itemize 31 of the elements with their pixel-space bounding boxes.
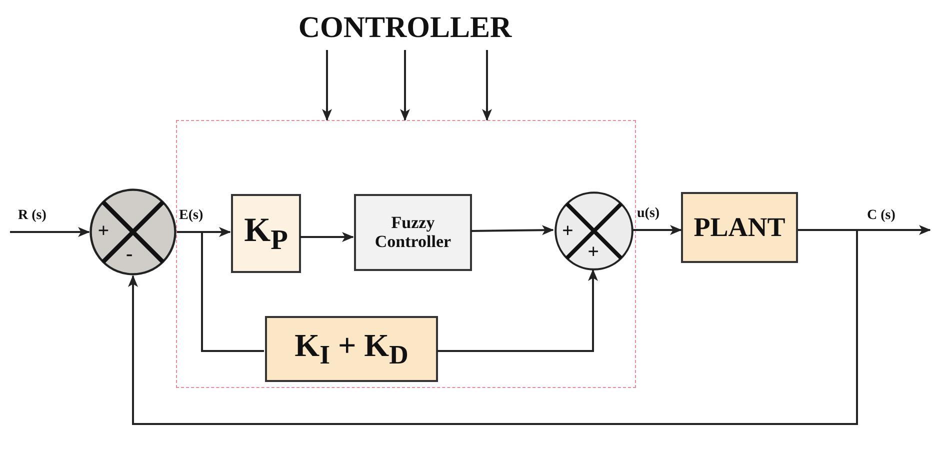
block-label: K$_{P}$ — [244, 212, 288, 256]
plant-block — [681, 192, 798, 263]
signal-arrow — [10, 227, 90, 237]
signal-label: E(s) — [178, 208, 204, 224]
sign-symbol: + — [562, 221, 574, 242]
sign-symbol: + — [98, 221, 110, 242]
gain-block — [265, 316, 438, 382]
block-label: K$_{I}$ + K$_{D}$ — [294, 328, 408, 370]
fuzzy-controller-block — [354, 194, 472, 271]
summing-junction — [89, 188, 177, 276]
block-label: PLANT — [694, 212, 786, 242]
signal-arrow — [300, 232, 354, 242]
signal-label: u(s) — [636, 206, 661, 222]
summing-junction — [554, 191, 634, 271]
signal-arrow — [470, 225, 554, 236]
sign-symbol: + — [588, 242, 599, 262]
title-text: CONTROLLER — [298, 10, 512, 44]
signal-label: R (s) — [17, 208, 48, 224]
controller-boundary — [176, 120, 636, 388]
signal-arrow — [633, 225, 682, 235]
signal-arrow — [798, 225, 931, 235]
sign-symbol: - — [126, 244, 133, 264]
signal-arrow — [128, 230, 858, 425]
input-arrow — [322, 50, 332, 121]
signal-arrow — [437, 269, 598, 352]
signal-label: C (s) — [866, 208, 896, 224]
input-arrow — [400, 50, 410, 121]
block-label: Fuzzy Controller — [374, 214, 452, 252]
gain-block — [231, 194, 301, 273]
signal-arrow — [177, 227, 231, 237]
input-arrow — [482, 50, 492, 121]
